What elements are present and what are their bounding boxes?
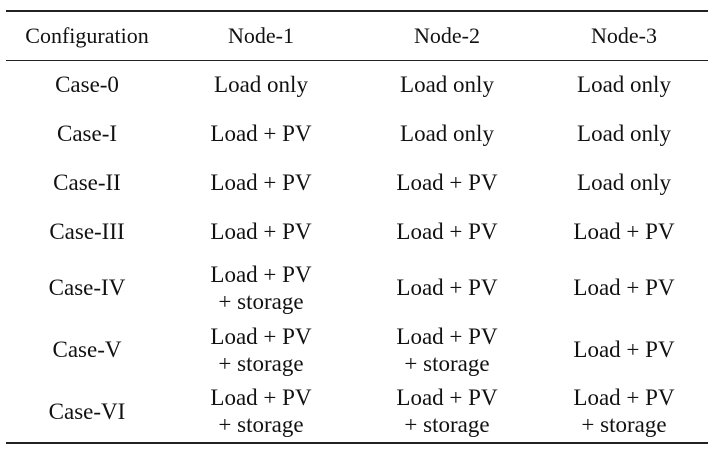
node-2-cell: Load + PV bbox=[354, 159, 540, 208]
header-node-2: Node-2 bbox=[414, 23, 480, 48]
node-3-cell: Load only bbox=[540, 61, 708, 110]
table-row: Case-III Load + PV Load + PV Load + PV bbox=[6, 208, 708, 257]
cell-text-line: Load + PV bbox=[210, 219, 312, 244]
node-3-cell: Load + PV bbox=[540, 319, 708, 381]
node-1-cell: Load + PV+ storage bbox=[168, 319, 354, 381]
cell-text-line: Load + PV bbox=[396, 323, 498, 349]
node-3-cell: Load only bbox=[540, 110, 708, 159]
node-1-cell: Load + PV bbox=[168, 208, 354, 257]
configuration-cell: Case-0 bbox=[55, 72, 119, 98]
table-row: Case-I Load + PV Load only Load only bbox=[6, 110, 708, 159]
configuration-cell: Case-III bbox=[49, 219, 125, 244]
node-2-cell: Load + PV bbox=[354, 257, 540, 319]
node-2-cell: Load only bbox=[354, 110, 540, 159]
node-1-cell: Load + PV+ storage bbox=[168, 257, 354, 319]
table-row: Case-0 Load only Load only Load only bbox=[6, 61, 708, 110]
header-node-3: Node-3 bbox=[591, 23, 657, 48]
cell-text-line: Load only bbox=[577, 72, 671, 98]
cell-text-line: Load + PV bbox=[573, 385, 675, 410]
configuration-cell: Case-V bbox=[52, 337, 122, 362]
cell-text-line: + storage bbox=[218, 412, 304, 437]
table-header: Configuration Node-1 Node-2 Node-3 bbox=[6, 11, 708, 61]
cell-text-line: + storage bbox=[581, 412, 667, 437]
cell-text-line: Load + PV bbox=[210, 121, 312, 146]
configuration-table-container: Configuration Node-1 Node-2 Node-3 Case-… bbox=[6, 10, 708, 444]
cell-text-line: Load + PV bbox=[396, 385, 498, 410]
cell-text-line: Load only bbox=[577, 121, 671, 146]
node-2-cell: Load + PV+ storage bbox=[354, 381, 540, 443]
node-3-cell: Load only bbox=[540, 159, 708, 208]
header-row: Configuration Node-1 Node-2 Node-3 bbox=[6, 11, 708, 61]
node-2-cell: Load + PV bbox=[354, 208, 540, 257]
node-1-cell: Load only bbox=[168, 61, 354, 110]
node-1-cell: Load + PV bbox=[168, 110, 354, 159]
cell-text-line: Load + PV bbox=[210, 261, 312, 287]
cell-text-line: Load + PV bbox=[573, 275, 675, 300]
node-2-cell: Load + PV+ storage bbox=[354, 319, 540, 381]
configuration-table: Configuration Node-1 Node-2 Node-3 Case-… bbox=[6, 10, 708, 444]
cell-text-line: + storage bbox=[218, 288, 304, 314]
cell-text-line: Load + PV bbox=[210, 385, 312, 410]
cell-text-line: Load + PV bbox=[396, 219, 498, 244]
cell-text-line: + storage bbox=[404, 350, 490, 376]
header-configuration: Configuration bbox=[25, 23, 149, 48]
configuration-cell: Case-IV bbox=[48, 275, 126, 300]
node-3-cell: Load + PV bbox=[540, 257, 708, 319]
cell-text-line: + storage bbox=[218, 350, 304, 376]
cell-text-line: Load only bbox=[214, 72, 308, 98]
cell-text-line: Load + PV bbox=[573, 337, 675, 362]
cell-text-line: Load + PV bbox=[573, 219, 675, 244]
cell-text-line: Load only bbox=[400, 121, 494, 146]
cell-text-line: Load only bbox=[577, 170, 671, 195]
configuration-cell: Case-VI bbox=[48, 398, 126, 424]
cell-text-line: Load only bbox=[400, 72, 494, 98]
node-2-cell: Load only bbox=[354, 61, 540, 110]
cell-text-line: Load + PV bbox=[396, 275, 498, 300]
node-3-cell: Load + PV bbox=[540, 208, 708, 257]
cell-text-line: Load + PV bbox=[396, 170, 498, 195]
configuration-cell: Case-I bbox=[56, 121, 118, 146]
cell-text-line: Load + PV bbox=[210, 323, 312, 349]
configuration-cell: Case-II bbox=[53, 170, 121, 195]
cell-text-line: + storage bbox=[404, 412, 490, 437]
header-node-1: Node-1 bbox=[228, 23, 294, 48]
node-1-cell: Load + PV+ storage bbox=[168, 381, 354, 443]
table-row: Case-II Load + PV Load + PV Load only bbox=[6, 159, 708, 208]
cell-text-line: Load + PV bbox=[210, 170, 312, 195]
node-1-cell: Load + PV bbox=[168, 159, 354, 208]
node-3-cell: Load + PV+ storage bbox=[540, 381, 708, 443]
